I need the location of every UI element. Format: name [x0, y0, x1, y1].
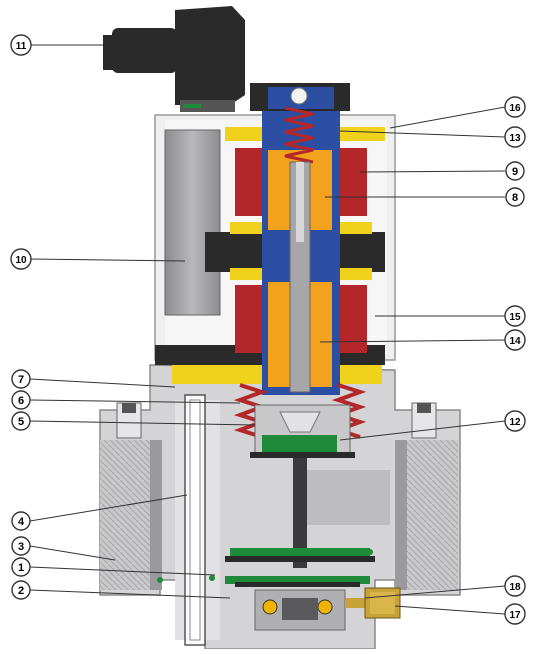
callout-number: 15	[509, 312, 521, 323]
leader-13	[339, 130, 506, 138]
callout-6: 6	[11, 390, 31, 410]
leader-9	[359, 170, 506, 173]
callout-5: 5	[11, 411, 31, 431]
callout-number: 13	[509, 133, 521, 144]
diaphragm-ring	[225, 556, 375, 562]
callout-number: 4	[18, 516, 25, 528]
callout-number: 12	[509, 417, 521, 428]
valve-disc	[262, 435, 337, 455]
callout-4: 4	[11, 511, 31, 531]
upper-coil-left	[235, 148, 265, 216]
valve-stem	[293, 458, 307, 568]
callout-7: 7	[11, 369, 31, 389]
callout-number: 1	[18, 562, 24, 574]
leader-6	[29, 399, 241, 404]
callout-16: 16	[504, 96, 526, 118]
flow-channel-right	[300, 470, 390, 525]
leader-5	[29, 420, 256, 426]
leader-18	[364, 585, 506, 599]
seal-dot-right	[367, 549, 373, 555]
leader-10	[29, 258, 186, 262]
callout-9: 9	[505, 161, 525, 181]
cap-ball	[290, 87, 308, 105]
plunger-slot	[296, 162, 304, 242]
outlet-port-thread	[400, 440, 458, 590]
adjustment-shaft	[345, 598, 370, 608]
diaphragm-lower	[225, 576, 370, 584]
regulator-center	[282, 598, 318, 620]
inlet-port-thread	[100, 440, 158, 590]
leader-7	[29, 378, 176, 388]
seal-dot-mid	[209, 575, 215, 581]
disc-top	[279, 411, 321, 433]
callout-number: 7	[18, 374, 24, 386]
clamp-yellow-right	[337, 222, 372, 234]
leader-2	[29, 589, 231, 599]
outlet-port-face	[395, 440, 407, 590]
callout-number: 17	[509, 610, 521, 621]
callout-17: 17	[504, 603, 526, 625]
leader-4	[29, 494, 188, 522]
callout-number: 14	[509, 336, 521, 347]
leader-3	[29, 545, 116, 561]
regulator-knob-left	[262, 599, 278, 615]
callout-number: 16	[509, 103, 521, 114]
closing-spring-left	[233, 383, 269, 439]
callout-13: 13	[504, 126, 526, 148]
callout-number: 8	[512, 192, 518, 204]
callout-number: 2	[18, 585, 24, 597]
leader-12	[339, 420, 506, 441]
callout-number: 10	[15, 255, 27, 266]
callout-1: 1	[11, 557, 31, 577]
diaphragm-lower-black	[235, 582, 360, 587]
plug-connector	[103, 6, 245, 112]
lower-coil-left	[235, 285, 265, 353]
callout-11: 11	[10, 34, 32, 56]
callout-14: 14	[504, 329, 526, 351]
callout-2: 2	[11, 580, 31, 600]
callout-18: 18	[504, 575, 526, 597]
callout-15: 15	[504, 305, 526, 327]
outlet-screw	[411, 402, 437, 439]
inlet-screw	[116, 402, 142, 439]
upper-coil-right	[337, 148, 367, 216]
circuit-board	[164, 129, 221, 316]
callout-number: 3	[18, 541, 24, 553]
clamp-yellow-left-b	[230, 268, 265, 280]
regulator-knob-right	[317, 599, 333, 615]
leader-1	[29, 566, 216, 576]
leader-lines	[29, 44, 506, 615]
callout-number: 11	[16, 41, 27, 52]
callouts: 1 2 3 4 5 6 7 8	[10, 34, 526, 625]
leader-17	[394, 605, 506, 615]
callout-8: 8	[505, 187, 525, 207]
seal-dot-left	[157, 577, 163, 583]
clamp-yellow-right-b	[337, 268, 372, 280]
callout-number: 6	[18, 395, 24, 407]
diaphragm-upper	[230, 548, 370, 558]
clamp-yellow-left	[230, 222, 265, 234]
lower-coil-right	[337, 285, 367, 353]
inlet-port-face	[150, 440, 162, 590]
callout-3: 3	[11, 536, 31, 556]
top-spring	[284, 106, 314, 164]
callout-number: 5	[18, 416, 24, 428]
filter-element-inner	[189, 399, 201, 641]
valve-disc-seal	[250, 452, 355, 458]
callout-10: 10	[10, 248, 32, 270]
leader-14	[319, 339, 506, 343]
callout-12: 12	[504, 410, 526, 432]
callout-number: 9	[512, 166, 518, 178]
leader-16	[389, 106, 506, 129]
callout-number: 18	[509, 582, 521, 593]
